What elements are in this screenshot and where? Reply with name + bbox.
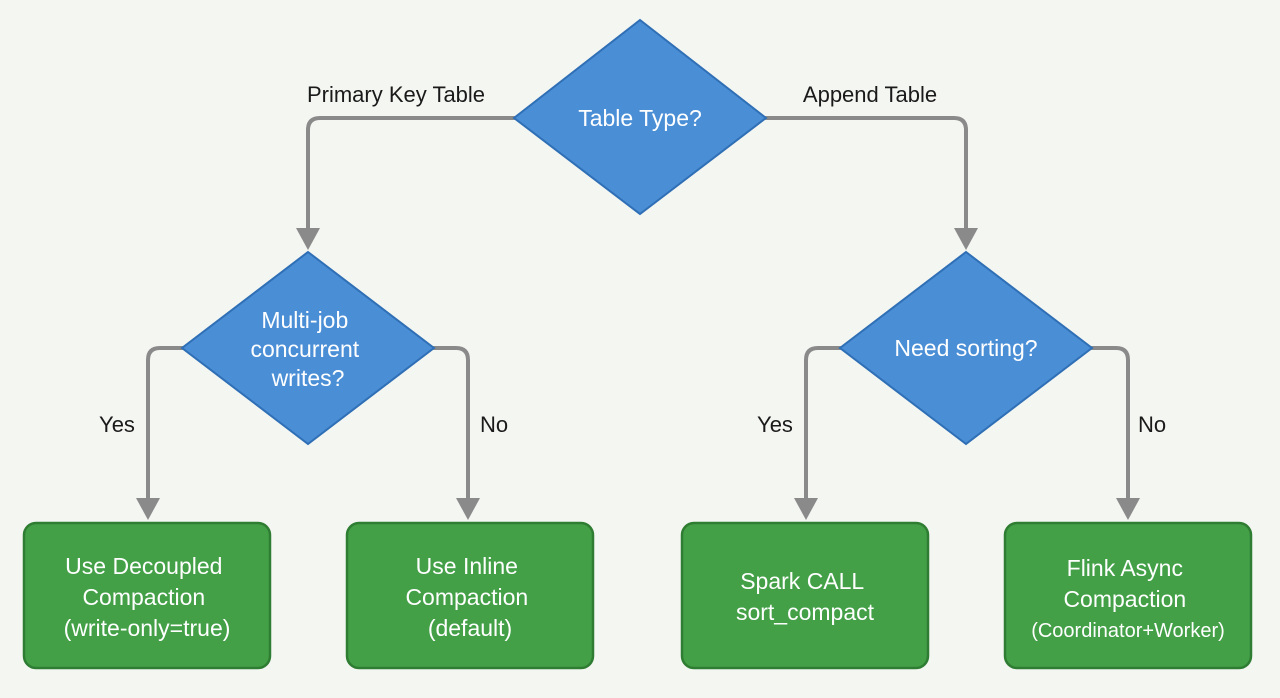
- arrowhead-flink: [1116, 498, 1140, 520]
- decision-need-sorting-shape: [838, 250, 1094, 446]
- outcome-decoupled-line-2: Compaction: [82, 584, 205, 610]
- outcome-spark-box: [680, 521, 930, 670]
- edge-label-sorting-no: No: [1138, 412, 1166, 437]
- edge-sorting-yes: [804, 346, 842, 504]
- decision-concurrent-writes: Multi-job concurrent writes?: [180, 250, 436, 446]
- outcome-flink-line-1: Flink Async: [1067, 555, 1183, 581]
- outcome-flink-line-3: (Coordinator+Worker): [1031, 620, 1225, 642]
- arrowhead-inline: [456, 498, 480, 520]
- outcome-flink-label: Flink Async Compaction (Coordinator+Work…: [1031, 555, 1225, 642]
- decision-need-sorting-label: Need sorting?: [894, 335, 1037, 361]
- decision-table-type-line: Table Type?: [578, 105, 702, 131]
- connectors: [136, 116, 1140, 520]
- outcome-spark-line-1: Spark CALL: [740, 568, 864, 594]
- decision-concurrent-writes-label: Multi-job concurrent writes?: [250, 307, 365, 391]
- outcome-decoupled-compaction: Use Decoupled Compaction (write-only=tru…: [22, 521, 272, 670]
- edge-labels: Primary Key Table Append Table Yes No Ye…: [99, 82, 1166, 437]
- outcome-spark-sort-compact: Spark CALL sort_compact: [680, 521, 930, 670]
- decision-table-type: Table Type?: [512, 18, 768, 216]
- outcome-inline-line-3: (default): [428, 615, 512, 641]
- arrowhead-spark: [794, 498, 818, 520]
- outcome-decoupled-line-3: (write-only=true): [64, 615, 231, 641]
- outcome-decoupled-label: Use Decoupled Compaction (write-only=tru…: [64, 553, 231, 641]
- edge-label-append: Append Table: [803, 82, 937, 107]
- outcome-flink-box: [1003, 521, 1253, 670]
- outcome-inline-compaction: Use Inline Compaction (default): [345, 521, 595, 670]
- outcome-decoupled-line-1: Use Decoupled: [65, 553, 222, 579]
- edge-concurrent-yes: [146, 346, 184, 504]
- outcome-spark-label: Spark CALL sort_compact: [736, 568, 875, 625]
- decision-concurrent-line-1: Multi-job: [261, 307, 348, 333]
- outcome-inline-line-2: Compaction: [405, 584, 528, 610]
- outcome-flink-line-2: Compaction: [1063, 586, 1186, 612]
- decision-concurrent-line-3: writes?: [271, 365, 345, 391]
- decision-table-type-label: Table Type?: [578, 105, 702, 131]
- decision-need-sorting-line: Need sorting?: [894, 335, 1037, 361]
- decision-table-type-shape: [512, 18, 768, 216]
- decision-concurrent-writes-shape: [180, 250, 436, 446]
- edge-label-concurrent-yes: Yes: [99, 412, 135, 437]
- decision-concurrent-line-2: concurrent: [250, 336, 359, 362]
- arrowhead-concurrent: [296, 228, 320, 250]
- decision-need-sorting: Need sorting?: [838, 250, 1094, 446]
- outcome-inline-label: Use Inline Compaction (default): [405, 553, 534, 641]
- outcome-inline-box: [345, 521, 595, 670]
- edge-primary-key-table: [306, 116, 516, 234]
- edge-concurrent-no: [432, 346, 470, 504]
- edge-label-sorting-yes: Yes: [757, 412, 793, 437]
- edge-append-table: [764, 116, 968, 234]
- outcome-spark-line-2: sort_compact: [736, 599, 875, 625]
- outcome-inline-line-1: Use Inline: [416, 553, 518, 579]
- edge-sorting-no: [1090, 346, 1130, 504]
- outcome-flink-async-compaction: Flink Async Compaction (Coordinator+Work…: [1003, 521, 1253, 670]
- edge-label-concurrent-no: No: [480, 412, 508, 437]
- outcome-decoupled-box: [22, 521, 272, 670]
- arrowhead-sorting: [954, 228, 978, 250]
- arrowhead-decoupled: [136, 498, 160, 520]
- edge-label-primary-key: Primary Key Table: [307, 82, 485, 107]
